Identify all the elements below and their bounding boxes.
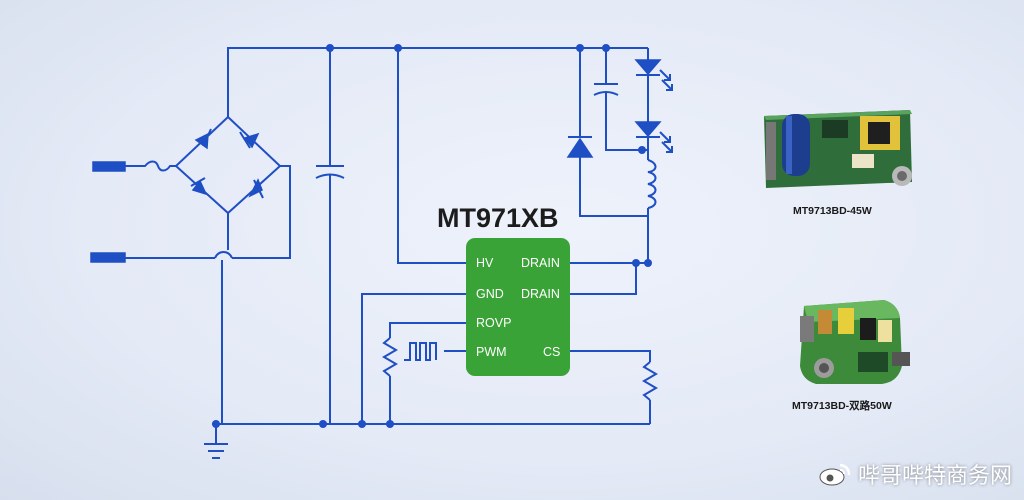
freewheel-diode: [566, 48, 648, 217]
module-label-50w: MT9713BD-双路50W: [792, 400, 892, 412]
pin-rovp-label: ROVP: [476, 316, 511, 330]
pin-drain1-label: DRAIN: [521, 256, 560, 270]
cs-sense-resistor: [642, 361, 658, 401]
mt971xb-chip: MT971XB HV GND ROVP PWM DRAIN DRAIN CS: [437, 203, 570, 376]
module-photo-45w: [760, 104, 920, 196]
bridge-rectifier: [174, 115, 282, 215]
watermark-text: 哔哥哔特商务网: [857, 464, 1012, 489]
module-photo-50w: [794, 296, 912, 388]
ground-symbol: [204, 424, 228, 459]
weibo-logo-icon: [819, 463, 851, 486]
module-label-45w: MT9713BD-45W: [793, 205, 872, 217]
led-string: [634, 48, 673, 160]
inductor: [647, 159, 657, 263]
chip-title: MT971XB: [437, 203, 559, 233]
watermark: 哔哥哔特商务网: [818, 458, 1012, 490]
output-capacitor: [593, 48, 648, 151]
pcb-50w-image: [800, 300, 910, 384]
pin-hv-label: HV: [476, 256, 494, 270]
rovp-resistor: [382, 337, 398, 377]
pwm-waveform-icon: [404, 342, 437, 361]
ac-terminal-bottom: [90, 252, 126, 263]
pcb-45w-image: [764, 110, 912, 188]
pin-gnd-label: GND: [476, 287, 504, 301]
pin-pwm-label: PWM: [476, 345, 507, 359]
pin-cs-label: CS: [543, 345, 560, 359]
fuse: [125, 160, 176, 172]
pin-drain2-label: DRAIN: [521, 287, 560, 301]
bulk-capacitor: [315, 48, 345, 424]
ac-terminal-top: [92, 161, 126, 172]
